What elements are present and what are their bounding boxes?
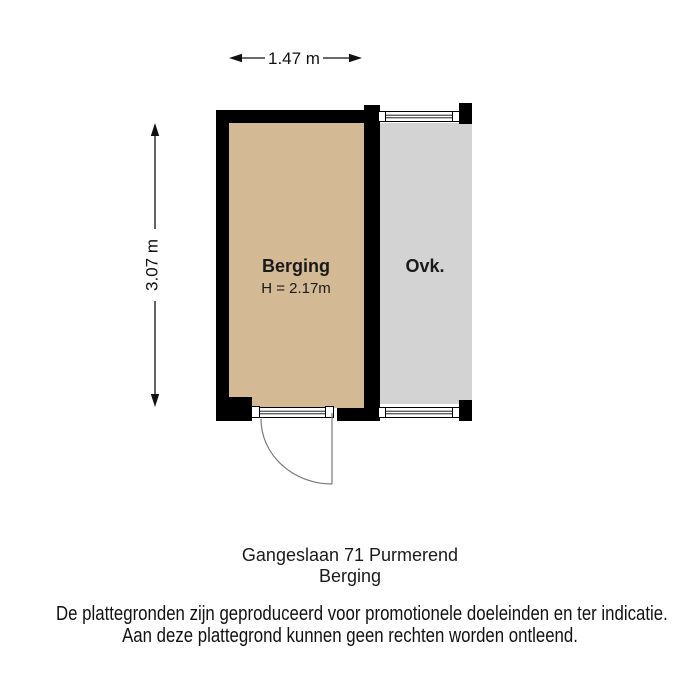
- post-top-right: [459, 103, 472, 124]
- room-label-berging: Berging: [262, 256, 330, 276]
- walls: [216, 103, 472, 421]
- arrow-up-icon: [150, 123, 160, 136]
- dimension-height: 3.07 m: [143, 123, 162, 407]
- window-top: [378, 111, 460, 122]
- window-top-jamb-right: [452, 111, 460, 122]
- disclaimer-line-2: Aan deze plattegrond kunnen geen rechten…: [122, 624, 578, 647]
- window-bottom-jamb-left: [378, 407, 386, 418]
- door-panel: [259, 407, 327, 418]
- wall-bottom-right: [337, 408, 380, 421]
- wall-middle: [364, 110, 380, 421]
- room-label-ovk: Ovk.: [405, 256, 444, 276]
- plan-subtitle: Berging: [318, 566, 382, 586]
- window-top-pane: [385, 111, 453, 122]
- door-jamb-right: [325, 406, 334, 418]
- berging-door: [251, 406, 334, 485]
- wall-left: [216, 110, 229, 421]
- wall-top: [216, 110, 380, 123]
- window-bottom-pane: [385, 407, 453, 418]
- window-bottom: [378, 407, 460, 418]
- footer-title-block: Gangeslaan 71 Purmerend Berging: [0, 545, 700, 587]
- door-jamb-left: [251, 406, 260, 418]
- wall-bottom-left-cap: [216, 397, 252, 421]
- ovk-floor: [380, 123, 472, 404]
- dim-height-label: 3.07 m: [143, 239, 162, 291]
- door-swing-arc: [260, 418, 333, 485]
- dim-width-label: 1.47 m: [268, 49, 320, 68]
- berging-floor: [229, 123, 364, 408]
- window-top-jamb-left: [378, 111, 386, 122]
- dimension-width: 1.47 m: [229, 49, 362, 68]
- room-ceiling-height-berging: H = 2.17m: [261, 280, 331, 297]
- address-line: Gangeslaan 71 Purmerend: [241, 545, 459, 565]
- window-bottom-jamb-right: [452, 407, 460, 418]
- arrow-down-icon: [150, 394, 160, 407]
- arrow-right-icon: [349, 53, 362, 63]
- arrow-left-icon: [229, 53, 242, 63]
- disclaimer-block: De plattegronden zijn geproduceerd voor …: [56, 603, 668, 647]
- post-bottom-right: [459, 400, 472, 421]
- wall-middle-top-cap: [364, 105, 380, 125]
- disclaimer-line-1: De plattegronden zijn geproduceerd voor …: [56, 603, 668, 625]
